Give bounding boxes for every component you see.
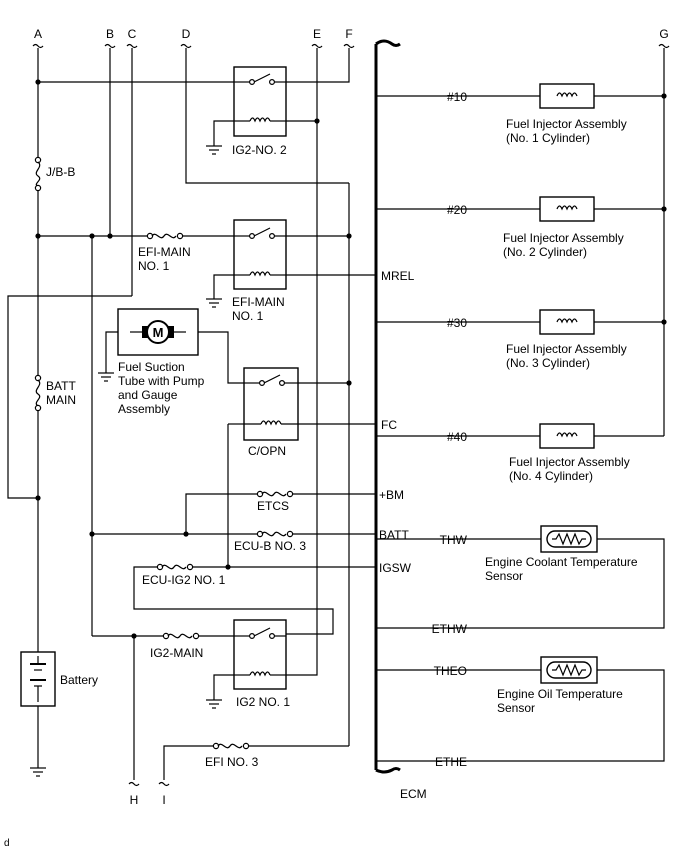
- relay-ig2-no1: IG2 NO. 1: [233, 619, 290, 709]
- right-wires: [376, 48, 665, 762]
- pump-label-1: Fuel Suction: [118, 360, 185, 374]
- injector-3-label-1: Fuel Injector Assembly: [506, 342, 627, 356]
- fuse-etcs-label: ETCS: [257, 499, 289, 513]
- fuel-pump: M Fuel Suction Tube with Pump and Gauge …: [117, 308, 205, 416]
- fuse-etcs: ETCS: [256, 490, 294, 513]
- injector-3-label-2: (No. 3 Cylinder): [506, 356, 590, 370]
- battery: Battery: [20, 651, 98, 707]
- ground-icon: [30, 767, 46, 777]
- fuse-efi-main-label-2: NO. 1: [138, 259, 170, 273]
- pin-thw: THW: [440, 533, 468, 547]
- ground-icon: [206, 120, 234, 155]
- ground-icon: [206, 674, 234, 709]
- coolant-sensor-label-1: Engine Coolant Temperature: [485, 555, 638, 569]
- ground-icon: [98, 331, 118, 382]
- pin-20: #20: [447, 203, 467, 217]
- connector-f: F: [345, 27, 352, 41]
- pin-40: #40: [447, 430, 467, 444]
- fuse-ecu-ig2: ECU-IG2 NO. 1: [142, 563, 226, 587]
- fuse-ig2-main: IG2-MAIN: [150, 632, 203, 660]
- top-connectors: A B C D E F G H I: [34, 27, 669, 807]
- pin-10: #10: [447, 90, 467, 104]
- fuse-ecu-b-label: ECU-B NO. 3: [234, 539, 306, 553]
- injector-3: Fuel Injector Assembly (No. 3 Cylinder): [506, 309, 627, 370]
- relay-ig2-no1-label: IG2 NO. 1: [236, 695, 290, 709]
- relay-ig2-no2-label: IG2-NO. 2: [232, 143, 287, 157]
- pin-ethw: ETHW: [432, 622, 468, 636]
- pin-theo: THEO: [434, 664, 467, 678]
- pin-igsw: IGSW: [379, 561, 412, 575]
- oil-sensor: Engine Oil Temperature Sensor: [497, 656, 623, 715]
- relay-efi-main-label-1: EFI-MAIN: [232, 295, 285, 309]
- pin-batt: BATT: [379, 528, 409, 542]
- fuse-efi-main: EFI-MAIN NO. 1: [138, 232, 191, 273]
- coolant-sensor-label-2: Sensor: [485, 569, 523, 583]
- connector-b: B: [106, 27, 114, 41]
- injector-4-label-2: (No. 4 Cylinder): [509, 469, 593, 483]
- right-dots: [661, 93, 667, 325]
- junction-dots: [35, 79, 352, 639]
- injector-4: Fuel Injector Assembly (No. 4 Cylinder): [509, 423, 630, 483]
- relay-efi-main: EFI-MAIN NO. 1: [232, 219, 287, 323]
- connector-g: G: [659, 27, 668, 41]
- connector-a: A: [34, 27, 42, 41]
- connector-e: E: [313, 27, 321, 41]
- injector-2: Fuel Injector Assembly (No. 2 Cylinder): [503, 196, 624, 259]
- ecm-right-pins: #10 #20 #30 #40 THW ETHW THEO ETHE: [432, 90, 468, 769]
- pin-30: #30: [447, 316, 467, 330]
- ecm: ECM: [374, 39, 427, 801]
- pin-ethe: ETHE: [435, 755, 467, 769]
- connector-tildes: [32, 43, 670, 787]
- injector-2-label-1: Fuel Injector Assembly: [503, 231, 624, 245]
- pump-label-2: Tube with Pump: [118, 374, 205, 388]
- oil-sensor-label-1: Engine Oil Temperature: [497, 687, 623, 701]
- fuse-jb-label: J/B-B: [46, 165, 75, 179]
- relay-copn: C/OPN: [243, 367, 299, 458]
- ecm-left-pins: MREL FC +BM BATT IGSW: [379, 269, 415, 575]
- injector-1: Fuel Injector Assembly (No. 1 Cylinder): [506, 83, 627, 145]
- pin-fc: FC: [381, 418, 397, 432]
- connector-h: H: [130, 793, 139, 807]
- pin-mrel: MREL: [381, 269, 415, 283]
- relay-efi-main-label-2: NO. 1: [232, 309, 264, 323]
- connector-i: I: [162, 793, 165, 807]
- fuse-ecu-ig2-label: ECU-IG2 NO. 1: [142, 573, 226, 587]
- fuse-jb: J/B-B: [34, 156, 75, 192]
- fuse-batt-main-label-1: BATT: [46, 379, 76, 393]
- motor-icon: M: [153, 325, 164, 340]
- pin-bm: +BM: [379, 488, 404, 502]
- injector-1-label-1: Fuel Injector Assembly: [506, 117, 627, 131]
- pump-label-3: and Gauge: [118, 388, 178, 402]
- fuse-efi-main-label-1: EFI-MAIN: [138, 245, 191, 259]
- fuse-batt-main-label-2: MAIN: [46, 393, 76, 407]
- ground-icon: [206, 274, 234, 308]
- ecm-label: ECM: [400, 787, 427, 801]
- injector-1-label-2: (No. 1 Cylinder): [506, 131, 590, 145]
- injector-4-label-1: Fuel Injector Assembly: [509, 455, 630, 469]
- coolant-sensor: Engine Coolant Temperature Sensor: [485, 525, 638, 583]
- fuse-efi-no3: EFI NO. 3: [205, 742, 259, 769]
- fuse-ecu-b: ECU-B NO. 3: [234, 530, 306, 553]
- battery-label: Battery: [60, 673, 98, 687]
- connector-d: D: [182, 27, 191, 41]
- fuse-ig2-main-label: IG2-MAIN: [150, 646, 203, 660]
- relay-ig2-no2: IG2-NO. 2: [232, 66, 287, 157]
- connector-c: C: [128, 27, 137, 41]
- fuse-batt-main: BATT MAIN: [34, 374, 76, 412]
- footnote: d: [4, 838, 10, 849]
- relay-copn-label: C/OPN: [248, 444, 286, 458]
- oil-sensor-label-2: Sensor: [497, 701, 535, 715]
- pump-label-4: Assembly: [118, 402, 170, 416]
- injector-2-label-2: (No. 2 Cylinder): [503, 245, 587, 259]
- fuse-efi-no3-label: EFI NO. 3: [205, 755, 259, 769]
- wires: [7, 48, 376, 780]
